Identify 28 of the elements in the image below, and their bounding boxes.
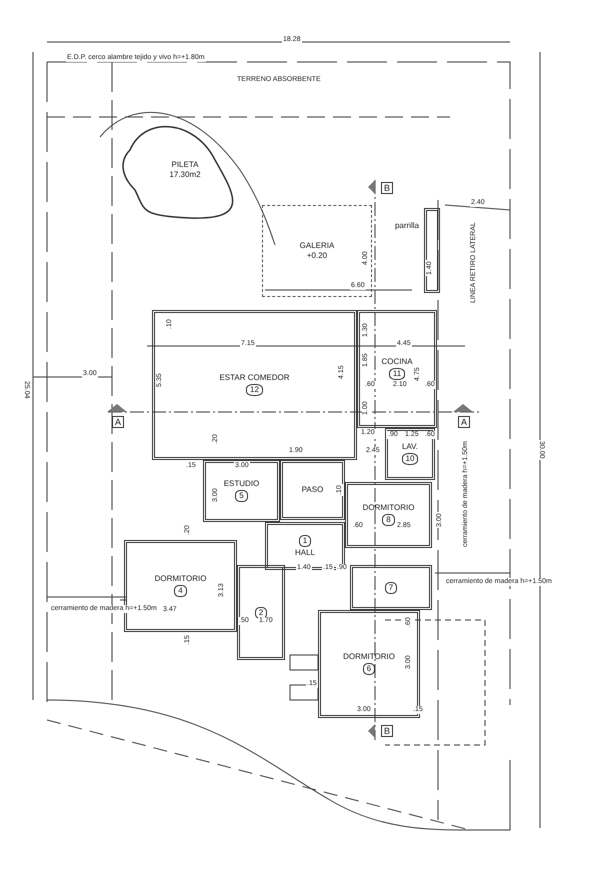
area-label: 17.30m2 <box>169 170 201 180</box>
room-number: 5 <box>235 490 248 502</box>
room-number: 4 <box>174 585 187 597</box>
room-number: 11 <box>388 368 406 380</box>
room-name: LAV. <box>402 442 418 452</box>
room-name: PASO <box>302 485 324 495</box>
room-name: COCINA <box>381 357 413 367</box>
room-name: ESTUDIO <box>224 479 260 489</box>
room-name: DORMITORIO <box>154 574 206 584</box>
room-outline <box>350 565 432 610</box>
grill-label: parrilla <box>394 221 419 231</box>
room-name: DORMITORIO <box>343 652 395 662</box>
room-name: ESTAR COMEDOR <box>219 373 290 383</box>
section-mark: A <box>112 416 124 428</box>
room-number: 6 <box>362 663 376 675</box>
room-number: 1 <box>298 535 312 547</box>
room-number: 12 <box>246 384 263 396</box>
room-number: 7 <box>384 582 398 594</box>
room-name: PILETA <box>172 160 198 170</box>
room-number: 10 <box>402 453 418 465</box>
room-number: 8 <box>382 514 395 526</box>
section-mark: A <box>458 416 470 428</box>
level-label: +0.20 <box>306 251 328 261</box>
room-name: DORMITORIO <box>362 503 414 513</box>
section-mark: B <box>381 725 394 737</box>
room-name: GALERIA <box>300 241 334 251</box>
room-name: HALL <box>294 548 315 558</box>
section-mark: B <box>381 182 394 194</box>
